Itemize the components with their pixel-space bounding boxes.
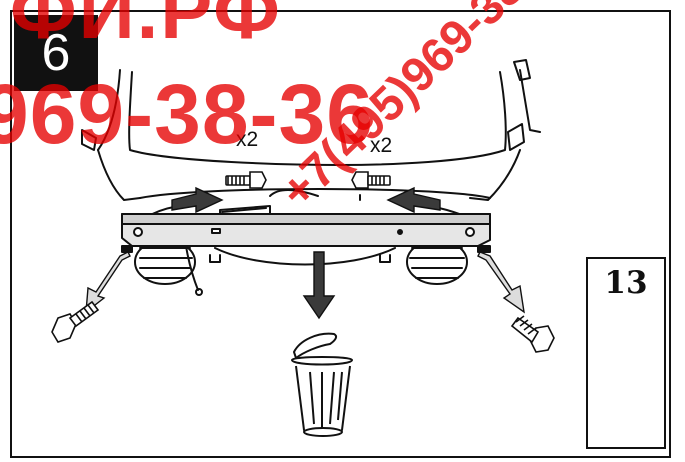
right-bolt-pair: [351, 171, 391, 189]
long-bolt-right: [510, 315, 555, 353]
watermark-domain: ФИ.РФ: [10, 0, 282, 55]
left-bolt-pair: [225, 171, 267, 189]
quantity-label-left: x2: [236, 128, 259, 151]
arrow-right-inward: [386, 186, 441, 214]
bumper-beam: [121, 213, 491, 253]
long-bolt-left: [51, 300, 100, 343]
arrow-left-inward: [171, 186, 224, 214]
arrow-down-center: [302, 251, 336, 320]
watermark-phone-large: 969-38-36: [0, 67, 374, 161]
arrow-down-right: [477, 251, 525, 314]
trash-bin-icon: [291, 332, 353, 437]
diagram-frame: [10, 10, 671, 458]
quantity-label-right: x2: [370, 134, 393, 157]
tool-panel: 13: [586, 257, 666, 449]
tool-size-label: 13: [604, 265, 648, 301]
step-number-badge: 6: [14, 15, 98, 91]
